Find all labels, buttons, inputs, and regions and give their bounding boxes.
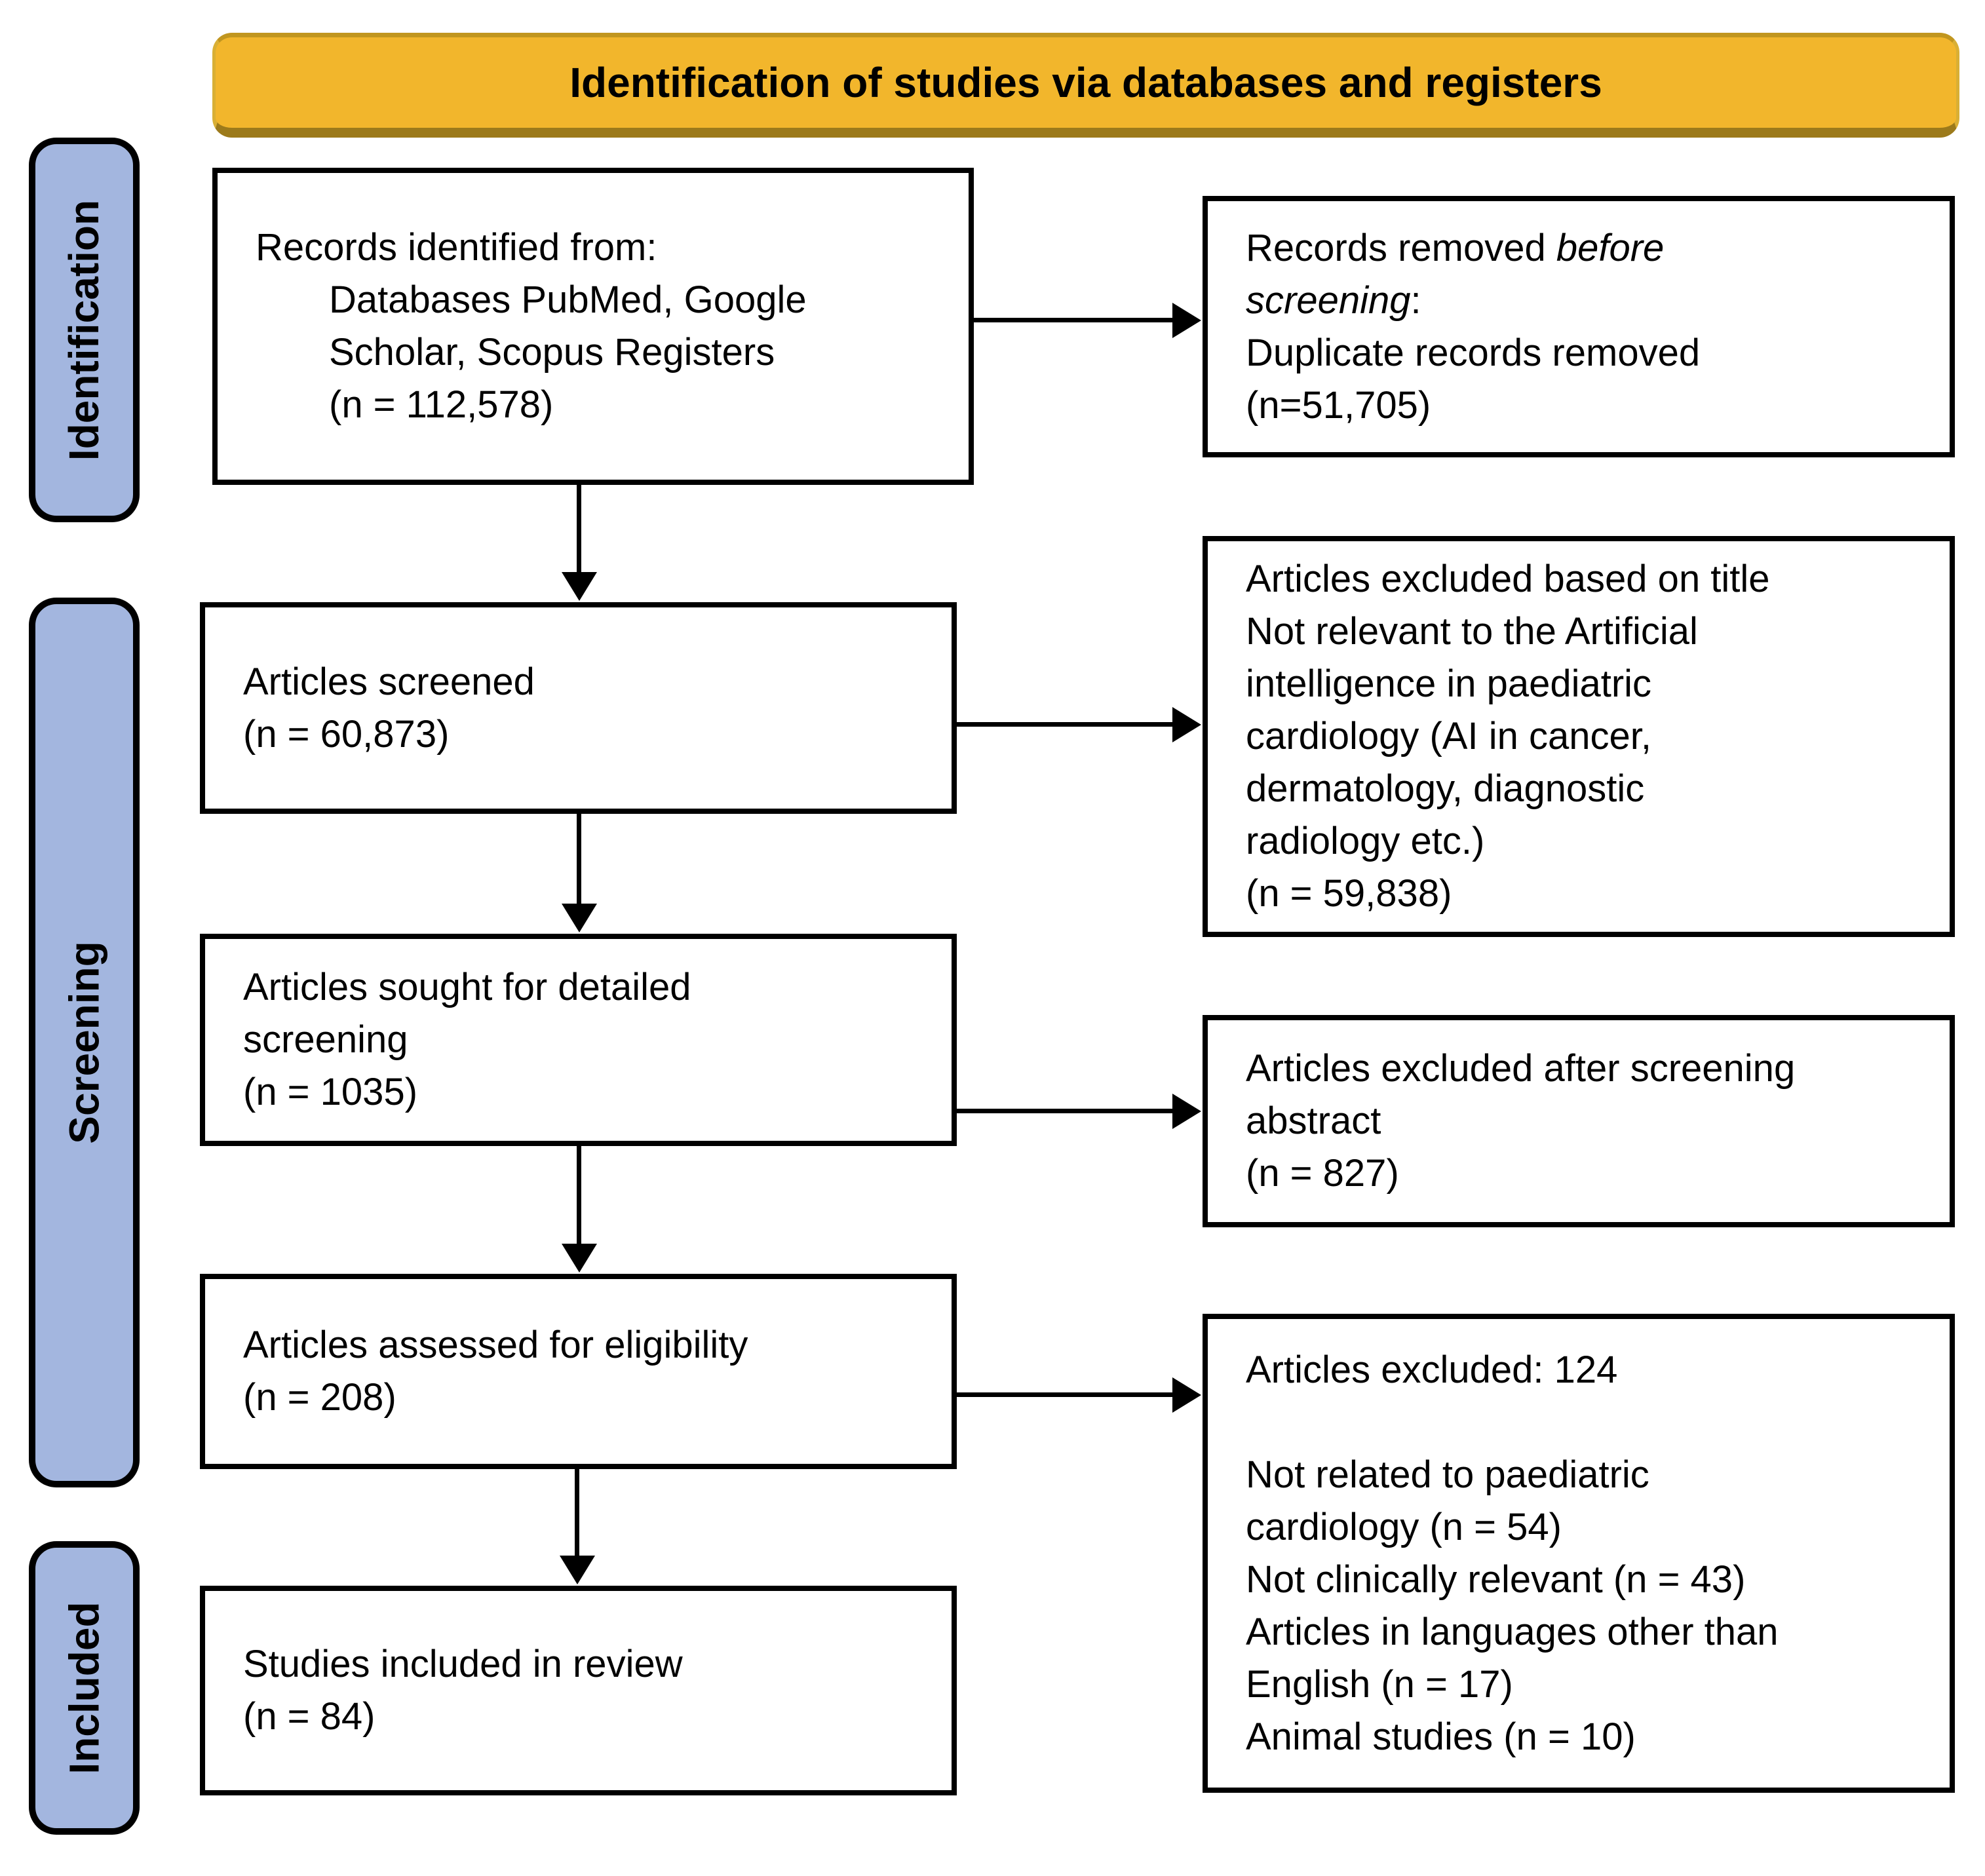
arrow-sought-to-excluded-abstract <box>957 1109 1174 1113</box>
text-line: Records removed before <box>1246 222 1926 275</box>
text-line: dermatology, diagnostic <box>1246 767 1645 810</box>
text-line: Articles excluded after screening <box>1246 1047 1796 1090</box>
text-line: (n = 827) <box>1246 1152 1399 1195</box>
banner-title: Identification of studies via databases … <box>569 59 1602 106</box>
text-line: Articles sought for detailed <box>243 966 691 1008</box>
arrow-assessed-to-excluded-fulltext <box>957 1392 1174 1397</box>
text-line: Scholar, Scopus Registers <box>329 331 775 373</box>
box-excluded-fulltext: Articles excluded: 124 Not related to pa… <box>1203 1314 1955 1793</box>
text-line: (n = 84) <box>243 1695 376 1738</box>
stage-label-screening-text: Screening <box>60 941 108 1144</box>
italic-text: before <box>1556 226 1665 269</box>
stage-label-included: Included <box>29 1541 140 1835</box>
box-articles-screened: Articles screened (n = 60,873) <box>200 602 957 814</box>
text-line: Databases PubMed, Google <box>329 278 807 321</box>
text-line: Articles excluded based on title <box>1246 558 1770 600</box>
box-articles-sought: Articles sought for detailed screening (… <box>200 934 957 1146</box>
text-line: screening: <box>1246 275 1926 327</box>
arrow-screened-to-sought <box>577 814 581 905</box>
text-line: Articles in languages other than <box>1246 1610 1779 1653</box>
stage-label-screening: Screening <box>29 598 140 1487</box>
text-line <box>1246 1396 1926 1449</box>
text-line: Animal studies (n = 10) <box>1246 1715 1636 1758</box>
text-line: Studies included in review <box>243 1643 683 1685</box>
box-excluded-title: Articles excluded based on title Not rel… <box>1203 536 1955 937</box>
box-excluded-abstract: Articles excluded after screening abstra… <box>1203 1015 1955 1227</box>
text-line: intelligence in paediatric <box>1246 662 1652 705</box>
box-articles-assessed: Articles assessed for eligibility (n = 2… <box>200 1274 957 1469</box>
text-line: (n=51,705) <box>1246 383 1431 427</box>
stage-label-identification-text: Identification <box>60 199 108 461</box>
text-line: (n = 59,838) <box>1246 872 1452 915</box>
text-line: screening <box>243 1018 408 1061</box>
text-line: Duplicate records removed <box>1246 331 1701 374</box>
box-records-identified: Records identified from: Databases PubMe… <box>212 168 974 485</box>
text-line: (n = 1035) <box>243 1071 418 1113</box>
arrow-identified-to-removed <box>974 318 1174 322</box>
text-segment: Records removed <box>1246 226 1556 269</box>
text-line: abstract <box>1246 1100 1381 1142</box>
banner: Identification of studies via databases … <box>212 33 1959 138</box>
box-records-removed: Records removed before screening: Duplic… <box>1203 196 1955 457</box>
text-line: Not relevant to the Artificial <box>1246 610 1698 653</box>
text-line: Records identified from: <box>256 226 657 269</box>
box-studies-included: Studies included in review (n = 84) <box>200 1586 957 1795</box>
text-line: (n = 208) <box>243 1376 396 1419</box>
text-line: cardiology (n = 54) <box>1246 1505 1562 1548</box>
arrow-assessed-to-included <box>575 1469 579 1557</box>
text-line: cardiology (AI in cancer, <box>1246 715 1651 757</box>
stage-label-identification: Identification <box>29 138 140 522</box>
text-line: Articles screened <box>243 660 535 703</box>
text-line: Not related to paediatric <box>1246 1453 1649 1496</box>
arrow-sought-to-assessed <box>577 1146 581 1245</box>
text-line: Not clinically relevant (n = 43) <box>1246 1558 1746 1601</box>
arrow-identified-to-screened <box>577 485 581 573</box>
text-line: English (n = 17) <box>1246 1662 1513 1706</box>
italic-text: screening <box>1246 278 1411 322</box>
text-line: Articles assessed for eligibility <box>243 1324 748 1366</box>
stage-label-included-text: Included <box>60 1601 108 1774</box>
text-line: Articles excluded: 124 <box>1246 1348 1618 1391</box>
text-line: radiology etc.) <box>1246 820 1485 862</box>
text-line: (n = 112,578) <box>329 383 554 426</box>
text-segment: : <box>1410 278 1421 322</box>
arrow-screened-to-excluded-title <box>957 722 1174 727</box>
text-line: (n = 60,873) <box>243 712 450 756</box>
